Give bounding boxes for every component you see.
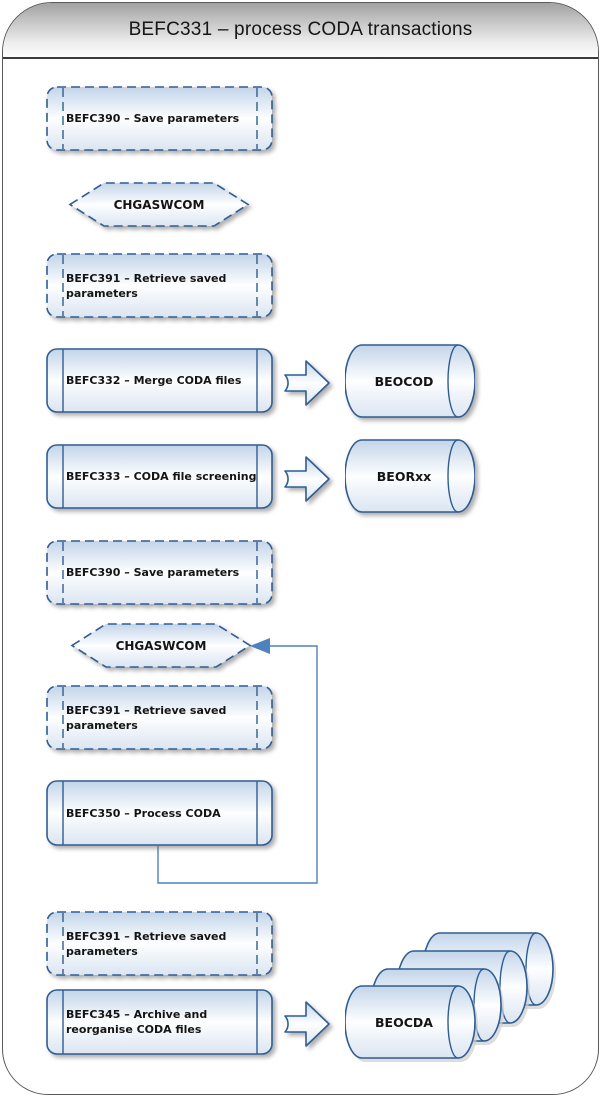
datastore-beocod: BEOCOD [345,344,475,418]
process-box-befc390-2: BEFC390 – Save parameters [46,540,273,605]
process-box-befc345: BEFC345 – Archive and reorganise CODA fi… [46,989,273,1055]
process-box-label: BEFC332 – Merge CODA files [66,374,242,387]
process-box-label: BEFC345 – Archive and reorganise CODA fi… [66,1008,208,1036]
command-hexagon-chgaswcom-1: CHGASWCOM [68,181,250,228]
process-box-label: BEFC350 – Process CODA [66,806,221,820]
datastore-label: BEOCOD [374,373,434,389]
datastore-label: BEORxx [376,468,432,484]
process-box-label: BEFC390 – Save parameters [66,112,240,125]
process-box-befc333: BEFC333 – CODA file screening [46,444,273,509]
process-box-label: BEFC390 – Save parameters [66,566,240,579]
datastore-stack-beocda: BEOCDA [345,932,560,1064]
process-box-label: BEFC391 – Retrieve saved parameters [66,271,227,300]
flow-arrow-icon [282,453,332,505]
process-box-label: BEFC391 – Retrieve saved parameters [66,929,227,958]
datastore-cylinder-front [345,985,478,1062]
process-box-befc390-1: BEFC390 – Save parameters [46,86,273,151]
diagram-header: BEFC331 – process CODA transactions [3,3,598,59]
process-box-befc391-3: BEFC391 – Retrieve saved parameters [46,911,273,976]
hexagon-label: CHGASWCOM [113,197,205,212]
datastore-label: BEOCDA [375,1014,433,1030]
hexagon-label: CHGASWCOM [115,638,207,653]
diagram-title: BEFC331 – process CODA transactions [128,19,473,40]
process-box-befc350: BEFC350 – Process CODA [46,780,273,846]
command-hexagon-chgaswcom-2: CHGASWCOM [70,622,252,669]
process-box-befc332: BEFC332 – Merge CODA files [46,348,273,413]
flow-arrow-icon [282,357,332,409]
process-box-label: BEFC391 – Retrieve saved parameters [66,703,227,732]
flow-arrow-icon [282,998,332,1050]
process-box-befc391-2: BEFC391 – Retrieve saved parameters [46,685,273,750]
process-box-befc391-1: BEFC391 – Retrieve saved parameters [46,253,273,318]
datastore-beorxx: BEORxx [345,439,475,513]
process-box-label: BEFC333 – CODA file screening [66,470,257,483]
